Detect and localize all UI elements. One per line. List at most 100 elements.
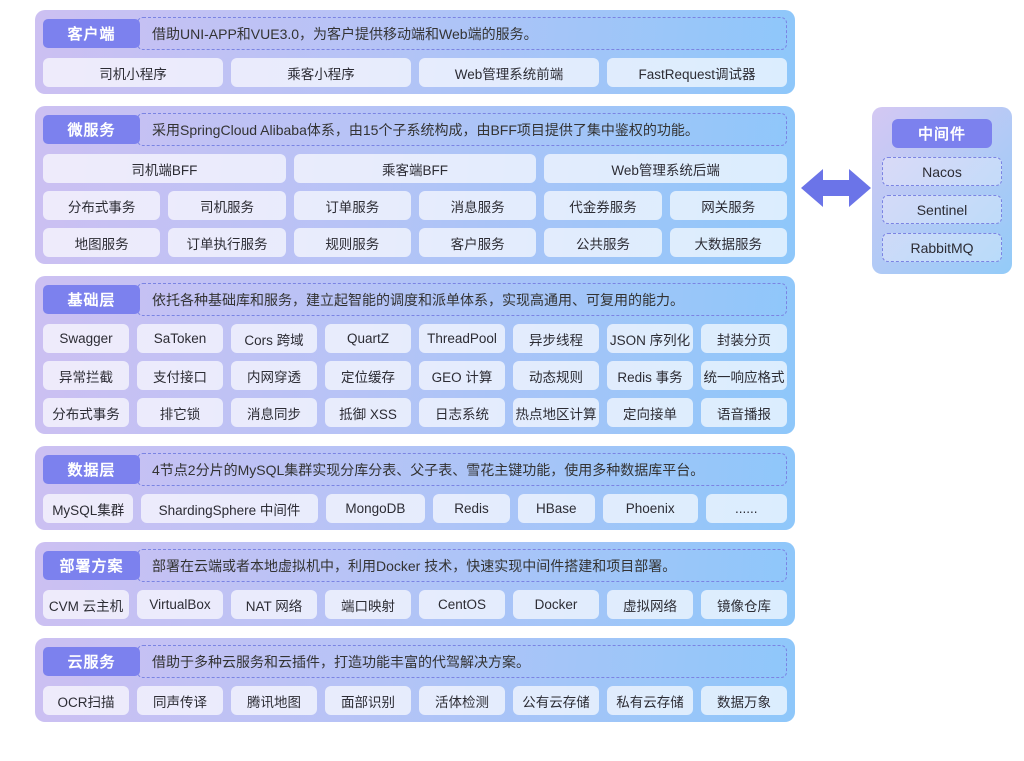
component-chip: 定向接单 <box>607 398 693 427</box>
layer-header: 基础层 依托各种基础库和服务，建立起智能的调度和派单体系，实现高通用、可复用的能… <box>43 283 787 316</box>
component-chip: 网关服务 <box>669 191 787 220</box>
component-chip: FastRequest调试器 <box>607 58 787 87</box>
component-chip: Web管理系统后端 <box>544 154 788 183</box>
component-chip: GEO 计算 <box>419 361 505 390</box>
component-chip: MongoDB <box>325 494 426 523</box>
component-chip: 公共服务 <box>544 228 662 257</box>
layer-tag: 微服务 <box>43 115 140 144</box>
component-chip: QuartZ <box>325 324 411 353</box>
component-chip: MySQL集群 <box>43 494 134 523</box>
component-chip: 规则服务 <box>293 228 411 257</box>
component-chip: 异步线程 <box>513 324 599 353</box>
layer-description: 采用SpringCloud Alibaba体系，由15个子系统构成，由BFF项目… <box>152 121 699 138</box>
component-chip: 定位缓存 <box>325 361 411 390</box>
layer-client: 客户端 借助UNI-APP和VUE3.0，为客户提供移动端和Web端的服务。 司… <box>35 10 795 94</box>
middleware-chip: RabbitMQ <box>882 233 1002 262</box>
layer-description-box: 采用SpringCloud Alibaba体系，由15个子系统构成，由BFF项目… <box>137 113 787 146</box>
component-chip: ShardingSphere 中间件 <box>141 494 318 523</box>
component-row: 地图服务订单执行服务规则服务客户服务公共服务大数据服务 <box>43 228 787 257</box>
component-chip: 乘客端BFF <box>293 154 537 183</box>
component-chip: 消息同步 <box>231 398 317 427</box>
layer-tag: 部署方案 <box>43 551 140 580</box>
component-chip: Redis 事务 <box>607 361 693 390</box>
component-chip: 异常拦截 <box>43 361 129 390</box>
component-chip: Phoenix <box>602 494 698 523</box>
layer-header: 数据层 4节点2分片的MySQL集群实现分库分表、父子表、雪花主键功能，使用多种… <box>43 453 787 486</box>
component-chip: 日志系统 <box>419 398 505 427</box>
component-chip: OCR扫描 <box>43 686 129 715</box>
layer-description-box: 部署在云端或者本地虚拟机中，利用Docker 技术，快速实现中间件搭建和项目部署… <box>137 549 787 582</box>
layer-description: 4节点2分片的MySQL集群实现分库分表、父子表、雪花主键功能，使用多种数据库平… <box>152 461 705 478</box>
component-chip: 排它锁 <box>137 398 223 427</box>
component-chip: 虚拟网络 <box>607 590 693 619</box>
layer-tag: 客户端 <box>43 19 140 48</box>
layer-cloud: 云服务 借助于多种云服务和云插件，打造功能丰富的代驾解决方案。 OCR扫描同声传… <box>35 638 795 722</box>
layer-description: 借助于多种云服务和云插件，打造功能丰富的代驾解决方案。 <box>152 653 530 670</box>
layer-microservice: 微服务 采用SpringCloud Alibaba体系，由15个子系统构成，由B… <box>35 106 795 264</box>
layer-description: 借助UNI-APP和VUE3.0，为客户提供移动端和Web端的服务。 <box>152 25 538 42</box>
middleware-chip: Nacos <box>882 157 1002 186</box>
component-chip: Docker <box>513 590 599 619</box>
component-chip: 代金券服务 <box>544 191 662 220</box>
component-chip: CVM 云主机 <box>43 590 129 619</box>
component-chip: 语音播报 <box>701 398 787 427</box>
component-chip: 封装分页 <box>701 324 787 353</box>
component-chip: NAT 网络 <box>231 590 317 619</box>
component-chip: 同声传译 <box>137 686 223 715</box>
layer-header: 云服务 借助于多种云服务和云插件，打造功能丰富的代驾解决方案。 <box>43 645 787 678</box>
layer-deploy: 部署方案 部署在云端或者本地虚拟机中，利用Docker 技术，快速实现中间件搭建… <box>35 542 795 626</box>
component-chip: 公有云存储 <box>513 686 599 715</box>
component-chip: 私有云存储 <box>607 686 693 715</box>
component-chip: 司机小程序 <box>43 58 223 87</box>
bidirectional-arrow-icon <box>801 169 871 207</box>
component-chip: ThreadPool <box>419 324 505 353</box>
component-chip: 司机端BFF <box>43 154 286 183</box>
component-chip: ...... <box>705 494 787 523</box>
layer-foundation: 基础层 依托各种基础库和服务，建立起智能的调度和派单体系，实现高通用、可复用的能… <box>35 276 795 434</box>
middleware-tag: 中间件 <box>892 119 992 148</box>
component-chip: HBase <box>517 494 595 523</box>
component-chip: 镜像仓库 <box>701 590 787 619</box>
layer-tag: 基础层 <box>43 285 140 314</box>
layer-header: 微服务 采用SpringCloud Alibaba体系，由15个子系统构成，由B… <box>43 113 787 146</box>
component-chip: 消息服务 <box>418 191 537 220</box>
layer-description: 依托各种基础库和服务，建立起智能的调度和派单体系，实现高通用、可复用的能力。 <box>152 291 684 308</box>
layer-description-box: 依托各种基础库和服务，建立起智能的调度和派单体系，实现高通用、可复用的能力。 <box>137 283 787 316</box>
layer-description: 部署在云端或者本地虚拟机中，利用Docker 技术，快速实现中间件搭建和项目部署… <box>152 557 677 574</box>
component-chip: 统一响应格式 <box>701 361 787 390</box>
component-chip: 面部识别 <box>325 686 411 715</box>
component-chip: 订单执行服务 <box>168 228 286 257</box>
component-chip: 动态规则 <box>513 361 599 390</box>
component-chip: 内网穿透 <box>231 361 317 390</box>
component-chip: 端口映射 <box>325 590 411 619</box>
middleware-chip: Sentinel <box>882 195 1002 224</box>
layer-description-box: 4节点2分片的MySQL集群实现分库分表、父子表、雪花主键功能，使用多种数据库平… <box>137 453 787 486</box>
component-chip: 活体检测 <box>419 686 505 715</box>
component-chip: 大数据服务 <box>669 228 787 257</box>
component-row: 分布式事务司机服务订单服务消息服务代金券服务网关服务 <box>43 191 787 220</box>
component-chip: 客户服务 <box>418 228 537 257</box>
layers-stack: 客户端 借助UNI-APP和VUE3.0，为客户提供移动端和Web端的服务。 司… <box>35 10 795 722</box>
component-chip: 司机服务 <box>168 191 286 220</box>
component-chip: 地图服务 <box>43 228 161 257</box>
component-chip: VirtualBox <box>137 590 223 619</box>
component-chip: Web管理系统前端 <box>419 58 599 87</box>
component-chip: Swagger <box>43 324 129 353</box>
component-chip: 热点地区计算 <box>513 398 599 427</box>
layer-header: 客户端 借助UNI-APP和VUE3.0，为客户提供移动端和Web端的服务。 <box>43 17 787 50</box>
component-chip: 数据万象 <box>701 686 787 715</box>
component-chip: 分布式事务 <box>43 191 161 220</box>
layer-tag: 云服务 <box>43 647 140 676</box>
component-chip: 抵御 XSS <box>325 398 411 427</box>
layer-tag: 数据层 <box>43 455 140 484</box>
component-chip: Cors 跨域 <box>231 324 317 353</box>
